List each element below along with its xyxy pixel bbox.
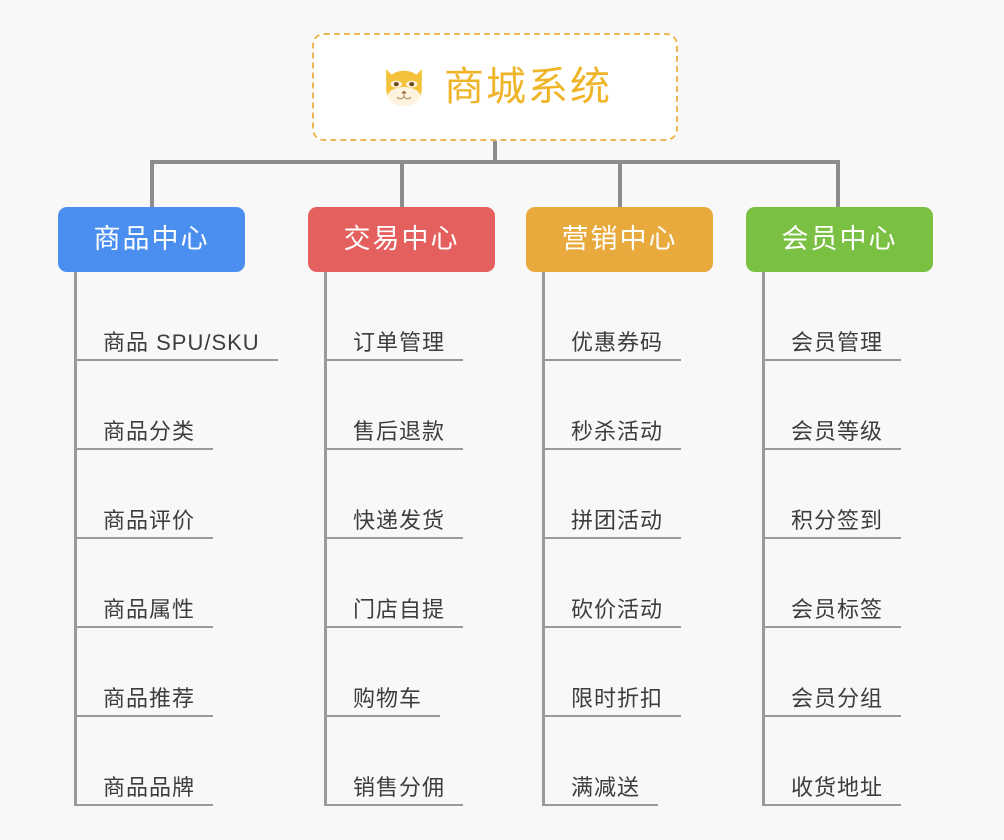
leaf-item[interactable]: 收货地址 <box>762 717 902 806</box>
leaf-label: 售后退款 <box>353 418 446 444</box>
leaf-label: 会员标签 <box>791 596 884 622</box>
leaf-label: 会员等级 <box>791 418 884 444</box>
leaf-item[interactable]: 砍价活动 <box>542 539 682 628</box>
leaf-label: 收货地址 <box>791 774 884 800</box>
leaf-label: 优惠券码 <box>571 329 664 355</box>
leaf-item[interactable]: 商品推荐 <box>74 628 214 717</box>
leaf-label: 砍价活动 <box>571 596 664 622</box>
category-label-1: 商品中心 <box>93 224 210 254</box>
leaf-label: 商品推荐 <box>103 685 196 711</box>
root-node[interactable]: 商城系统 <box>312 33 678 141</box>
shiba-dog-face-icon <box>386 69 422 106</box>
connector-root-stem <box>493 141 497 162</box>
leaf-trunk-4 <box>762 272 765 806</box>
leaf-label: 秒杀活动 <box>571 418 664 444</box>
leaf-item[interactable]: 积分签到 <box>762 450 902 539</box>
leaf-item[interactable]: 售后退款 <box>324 361 464 450</box>
category-box-4[interactable]: 会员中心 <box>746 207 933 272</box>
leaf-trunk-3 <box>542 272 545 806</box>
connector-drop-2 <box>400 160 404 209</box>
leaf-item[interactable]: 快递发货 <box>324 450 464 539</box>
leaf-item[interactable]: 会员标签 <box>762 539 902 628</box>
leaf-item[interactable]: 订单管理 <box>324 272 464 361</box>
leaf-item[interactable]: 商品分类 <box>74 361 214 450</box>
connector-drop-1 <box>150 160 154 209</box>
connector-drop-4 <box>836 160 840 209</box>
leaf-label: 订单管理 <box>353 329 446 355</box>
leaf-label: 限时折扣 <box>571 685 664 711</box>
leaf-item[interactable]: 秒杀活动 <box>542 361 682 450</box>
category-box-1[interactable]: 商品中心 <box>58 207 245 272</box>
leaf-item[interactable]: 商品品牌 <box>74 717 214 806</box>
leaf-item[interactable]: 商品评价 <box>74 450 214 539</box>
category-box-2[interactable]: 交易中心 <box>308 207 495 272</box>
leaf-item[interactable]: 商品属性 <box>74 539 214 628</box>
category-label-4: 会员中心 <box>781 224 898 254</box>
leaf-label: 商品评价 <box>103 507 196 533</box>
leaf-item[interactable]: 限时折扣 <box>542 628 682 717</box>
leaf-item[interactable]: 购物车 <box>324 628 441 717</box>
leaf-item[interactable]: 拼团活动 <box>542 450 682 539</box>
leaf-label: 商品分类 <box>103 418 196 444</box>
leaf-item[interactable]: 满减送 <box>542 717 659 806</box>
leaf-label: 商品属性 <box>103 596 196 622</box>
leaf-label: 拼团活动 <box>571 507 664 533</box>
leaf-item[interactable]: 会员等级 <box>762 361 902 450</box>
leaf-label: 会员分组 <box>791 685 884 711</box>
leaf-label: 快递发货 <box>353 507 446 533</box>
category-label-2: 交易中心 <box>343 224 460 254</box>
leaf-label: 会员管理 <box>791 329 884 355</box>
leaf-label: 商品品牌 <box>103 774 196 800</box>
leaf-label: 销售分佣 <box>353 774 446 800</box>
leaf-item[interactable]: 商品 SPU/SKU <box>74 272 278 361</box>
leaf-label: 满减送 <box>571 774 641 800</box>
leaf-item[interactable]: 优惠券码 <box>542 272 682 361</box>
leaf-label: 积分签到 <box>791 507 884 533</box>
leaf-label: 购物车 <box>353 685 423 711</box>
connector-bus <box>150 160 840 164</box>
root-title: 商城系统 <box>444 65 612 109</box>
leaf-trunk-2 <box>324 272 327 806</box>
leaf-item[interactable]: 门店自提 <box>324 539 464 628</box>
leaf-label: 门店自提 <box>353 596 446 622</box>
leaf-item[interactable]: 销售分佣 <box>324 717 464 806</box>
leaf-item[interactable]: 会员分组 <box>762 628 902 717</box>
category-box-3[interactable]: 营销中心 <box>526 207 713 272</box>
category-label-3: 营销中心 <box>561 224 678 254</box>
leaf-trunk-1 <box>74 272 77 806</box>
leaf-item[interactable]: 会员管理 <box>762 272 902 361</box>
leaf-label: 商品 SPU/SKU <box>103 329 260 355</box>
connector-drop-3 <box>618 160 622 209</box>
